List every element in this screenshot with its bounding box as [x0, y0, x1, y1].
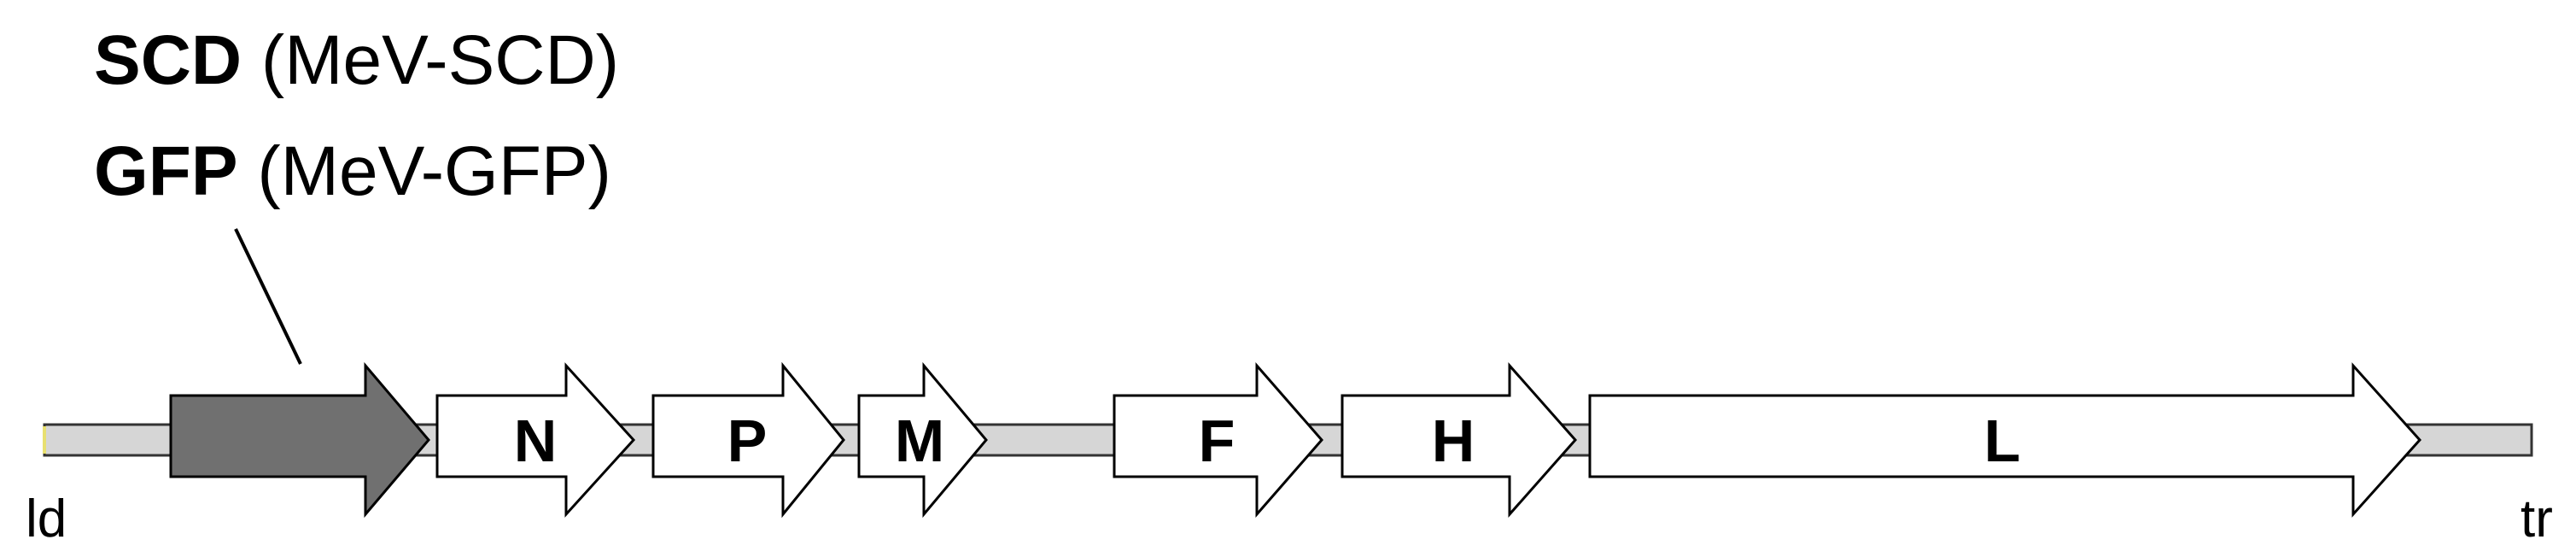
gene-n-arrow: [435, 362, 636, 518]
gene-p: P: [651, 361, 845, 519]
insert-label-gfp-normal: (MeV-GFP): [238, 132, 611, 210]
gene-p-arrow: [651, 361, 845, 519]
gene-f: F: [1113, 362, 1323, 518]
gene-l-arrow: [1588, 362, 2422, 518]
insert-label-gfp: GFP (MeV-GFP): [94, 132, 611, 210]
gene-h-label: H: [1432, 407, 1475, 474]
gene-h-arrow: [1341, 362, 1578, 518]
gene-p-label: P: [727, 407, 768, 474]
gene-f-arrow: [1113, 362, 1323, 518]
gene-l-label: L: [1984, 407, 2021, 474]
gene-m: M: [857, 361, 988, 519]
gene-n-label: N: [514, 407, 558, 474]
gene-l: L: [1588, 362, 2422, 518]
insert-label-scd: SCD (MeV-SCD): [94, 21, 619, 99]
insert-label-scd-bold: SCD: [94, 21, 242, 99]
gene-f-label: F: [1199, 407, 1235, 474]
insert-label-scd-normal: (MeV-SCD): [242, 21, 619, 99]
gene-h: H: [1341, 362, 1578, 518]
gene-m-label: M: [895, 407, 944, 474]
insert-gene-arrow: [169, 361, 430, 519]
gene-n: N: [435, 362, 636, 518]
gene-m-arrow: [857, 361, 988, 519]
trailer-label: tr: [2521, 490, 2553, 548]
leader-label: ld: [26, 490, 67, 548]
insert-label-gfp-bold: GFP: [94, 132, 238, 210]
insert-pointer-line: [234, 228, 302, 365]
